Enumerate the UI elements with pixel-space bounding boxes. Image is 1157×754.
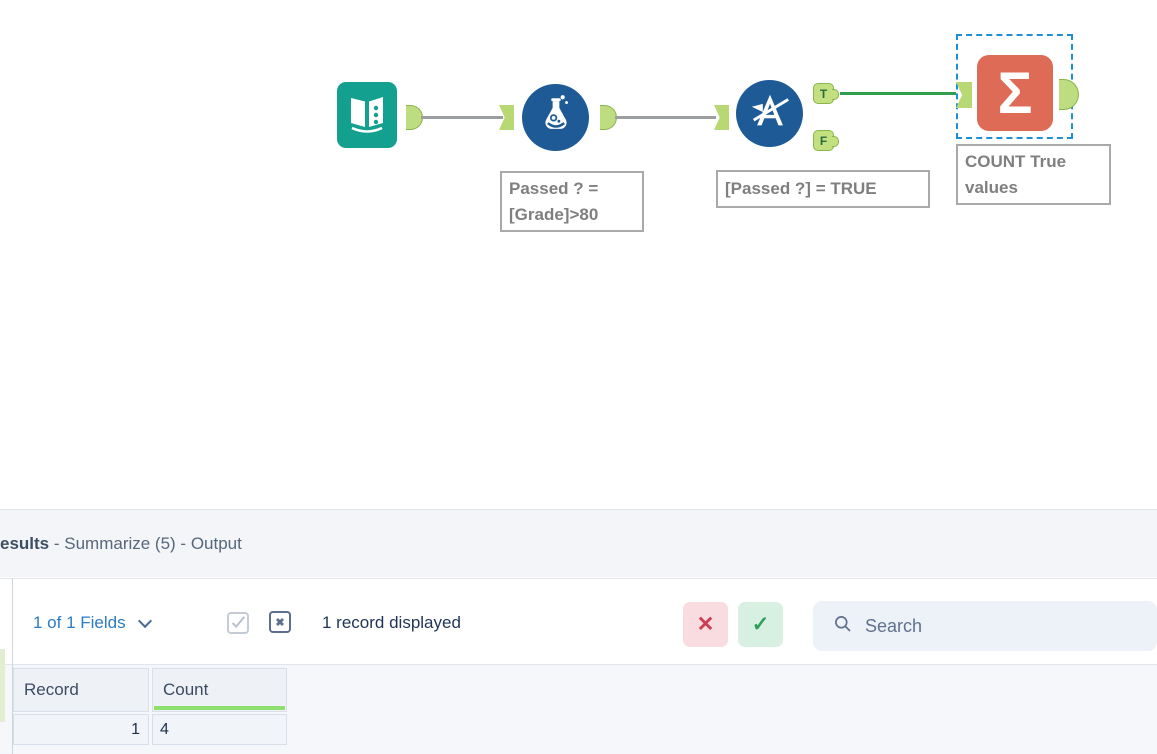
- checkbox-checked-icon[interactable]: [227, 612, 249, 634]
- fields-dropdown[interactable]: 1 of 1 Fields: [33, 613, 152, 633]
- results-panel-top-border: [0, 509, 1157, 510]
- connection-formula-filter[interactable]: [615, 116, 716, 119]
- column-header-count[interactable]: Count: [152, 668, 287, 712]
- column-header-record[interactable]: Record: [13, 668, 149, 712]
- summarize-annotation-line2: values: [965, 177, 1018, 197]
- column-header-record-label: Record: [24, 680, 79, 699]
- formula-input-anchor[interactable]: [499, 105, 514, 130]
- formula-annotation[interactable]: Passed ? = [Grade]>80: [500, 171, 644, 232]
- cell-count-1[interactable]: 4: [152, 714, 287, 745]
- cell-record-1-value: 1: [131, 720, 140, 738]
- check-glyph: [231, 616, 246, 629]
- summarize-input-anchor[interactable]: [956, 82, 972, 108]
- results-panel-title: esults - Summarize (5) - Output: [0, 534, 242, 554]
- connection-filter-summarize[interactable]: [840, 92, 958, 95]
- cell-viewer-icon[interactable]: ✖: [269, 611, 291, 633]
- results-title-bold: esults: [0, 533, 50, 553]
- open-book-icon: [343, 89, 391, 142]
- filter-funnel-icon: [747, 88, 793, 139]
- cell-viewer-glyph: ✖: [275, 616, 285, 629]
- clear-filter-button[interactable]: ✕: [683, 602, 728, 647]
- selected-column-highlight: [154, 706, 285, 710]
- record-count-text: 1 record displayed: [322, 613, 461, 632]
- filter-false-anchor[interactable]: F: [813, 130, 839, 151]
- formula-annotation-line2: [Grade]>80: [509, 204, 599, 224]
- fields-dropdown-label: 1 of 1 Fields: [33, 613, 126, 632]
- true-anchor-label: T: [819, 86, 828, 101]
- left-gutter-divider: [12, 578, 13, 754]
- apply-filter-button[interactable]: ✓: [738, 602, 783, 647]
- cell-count-1-value: 4: [160, 720, 169, 738]
- filter-tool[interactable]: [736, 80, 803, 147]
- summarize-annotation-line1: COUNT True: [965, 152, 1067, 171]
- formula-tool[interactable]: [522, 84, 589, 151]
- apply-check-icon: ✓: [751, 613, 770, 636]
- search-icon: [833, 614, 853, 639]
- summarize-output-anchor[interactable]: [1059, 79, 1079, 110]
- filter-annotation[interactable]: [Passed ?] = TRUE: [716, 170, 930, 208]
- formula-annotation-line1: Passed ? =: [509, 179, 599, 198]
- filter-input-anchor[interactable]: [714, 105, 729, 130]
- summarize-annotation[interactable]: COUNT True values: [956, 144, 1111, 205]
- clear-x-icon: ✕: [696, 613, 715, 636]
- filter-annotation-text: [Passed ?] = TRUE: [725, 179, 877, 199]
- data-quality-strip: [0, 649, 5, 722]
- input-data-tool[interactable]: [337, 82, 397, 148]
- column-header-count-label: Count: [163, 680, 209, 699]
- search-input[interactable]: [865, 615, 1105, 637]
- chevron-down-icon: [137, 613, 152, 628]
- filter-true-anchor[interactable]: T: [813, 83, 839, 104]
- search-box[interactable]: [813, 601, 1157, 651]
- results-title-rest: - Summarize (5) - Output: [49, 533, 242, 553]
- cell-record-1[interactable]: 1: [13, 714, 149, 745]
- summarize-tool[interactable]: Σ: [977, 55, 1053, 131]
- results-panel-header: esults - Summarize (5) - Output: [0, 510, 1157, 577]
- false-anchor-label: F: [819, 133, 828, 148]
- connection-input-formula[interactable]: [421, 116, 503, 119]
- sigma-icon-glyph: Σ: [997, 60, 1033, 126]
- flask-icon: [533, 92, 579, 143]
